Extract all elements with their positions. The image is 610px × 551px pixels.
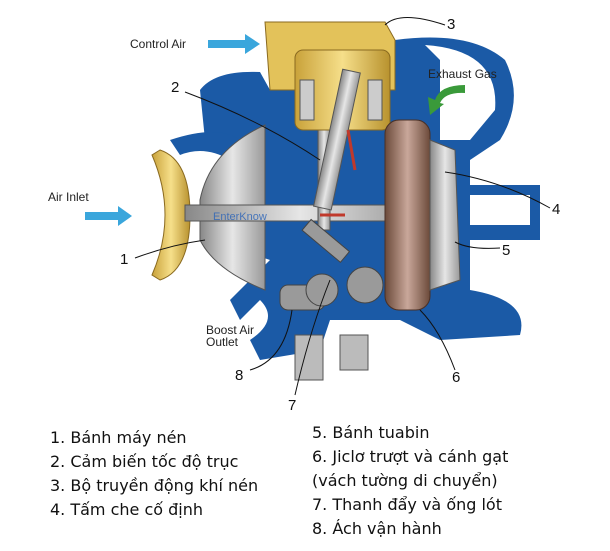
legend-item: 4. Tấm che cố định [50, 500, 204, 519]
control-air-arrow [208, 34, 260, 54]
legend-item: 5. Bánh tuabin [312, 423, 430, 442]
callout-1: 1 [120, 251, 128, 268]
vnt-turbocharger-diagram: Control Air Exhaust Gas Air Inlet Boost … [48, 16, 560, 414]
control-air-label: Control Air [130, 37, 186, 51]
legend-item: 1. Bánh máy nén [50, 428, 187, 447]
callout-4: 4 [552, 201, 560, 218]
callout-6: 6 [452, 369, 460, 386]
sliding-nozzle [384, 119, 431, 311]
turbine-wheel [429, 139, 461, 291]
boost-air-label: Boost Air [206, 323, 254, 337]
exhaust-gas-arrow [428, 85, 465, 115]
callout-2: 2 [171, 79, 179, 96]
operating-fork [279, 218, 384, 311]
callout-8: 8 [235, 367, 243, 384]
legend-item: 6. Jiclơ trượt và cánh gạt [312, 447, 509, 466]
bolts [294, 334, 369, 381]
legend-item: 8. Ách vận hành [312, 519, 442, 538]
legend-item: 2. Cảm biến tốc độ trục [50, 452, 239, 471]
leader-lines [134, 17, 551, 396]
exhaust-gas-label: Exhaust Gas [428, 67, 497, 81]
air-inlet-label: Air Inlet [48, 190, 89, 204]
air-inlet-arrow [85, 206, 132, 226]
watermark-logo: EnterKnow [213, 211, 267, 223]
callout-7: 7 [288, 397, 296, 414]
air-inlet-cone [151, 149, 191, 281]
legend-item: 7. Thanh đẩy và ống lót [312, 495, 502, 514]
legend-item: (vách tường di chuyển) [312, 471, 498, 490]
legend-item: 3. Bộ truyền động khí nén [50, 476, 259, 495]
pneumatic-actuator [264, 21, 396, 211]
callout-5: 5 [502, 242, 510, 259]
callout-3: 3 [447, 16, 455, 33]
legend-right: 5. Bánh tuabin 6. Jiclơ trượt và cánh gạ… [312, 421, 508, 541]
legend-left: 1. Bánh máy nén 2. Cảm biến tốc độ trục … [50, 426, 258, 522]
outlet-label: Outlet [206, 335, 239, 349]
